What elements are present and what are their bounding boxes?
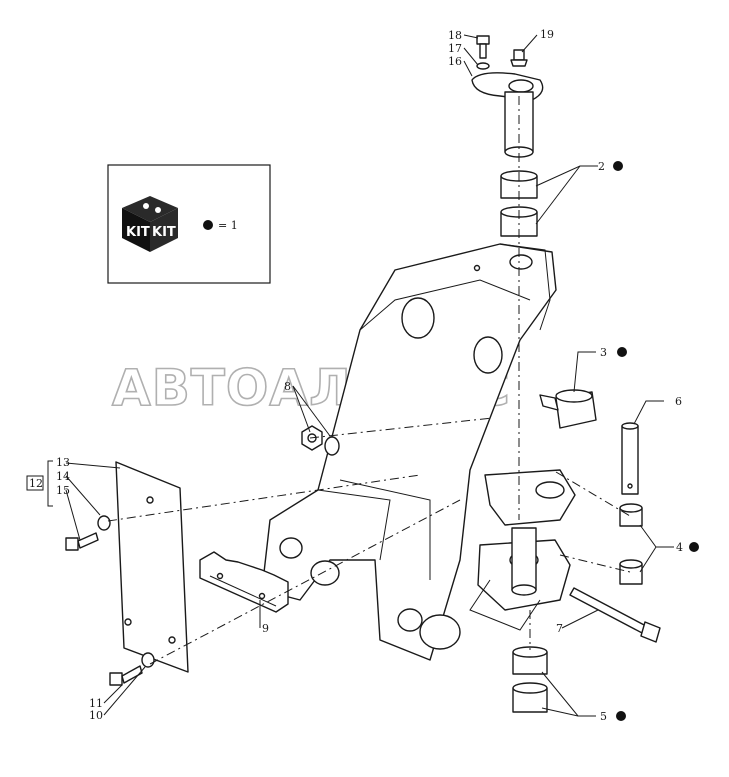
kit-equation: = 1	[218, 219, 238, 232]
callout-11: 11	[89, 697, 103, 710]
washer-14	[97, 515, 111, 531]
kit-bullet-4	[689, 542, 699, 552]
callout-5: 5	[600, 710, 607, 723]
bushing-5-lower	[512, 682, 548, 713]
assembly-lines	[107, 96, 631, 665]
grease-nipple	[510, 49, 528, 67]
washer-17	[476, 62, 490, 70]
kit-box-icon: KIT KIT	[122, 196, 178, 252]
kit-bullet-3	[617, 347, 627, 357]
bushing-4-lower	[619, 559, 643, 585]
bushing-5-upper	[512, 646, 548, 675]
callout-2: 2	[598, 160, 605, 173]
callout-17: 17	[448, 42, 462, 55]
callout-14: 14	[56, 470, 70, 483]
callout-15: 15	[56, 484, 70, 497]
callout-13: 13	[56, 456, 70, 469]
callout-6: 6	[675, 395, 682, 408]
bolt-7	[569, 587, 661, 643]
leader-lines	[65, 34, 674, 717]
kit-bullets	[613, 161, 699, 721]
kit-bullet-2	[613, 161, 623, 171]
bolt-11	[109, 665, 143, 686]
kit-bullet-5	[616, 711, 626, 721]
callout-16: 16	[448, 55, 462, 68]
washer-10	[141, 652, 155, 668]
callout-12: 12	[29, 477, 43, 490]
bushing-3	[539, 389, 597, 429]
kit-bullet-icon	[203, 220, 213, 230]
pin-6	[621, 422, 639, 495]
comb-bracket-9	[199, 551, 289, 613]
bolt-18	[476, 35, 490, 59]
callout-9: 9	[262, 622, 269, 635]
bolt-15	[65, 532, 99, 551]
callout-labels: 19 18 17 16 2 3 6 4 7 5 8 9 13 14 15 12 …	[29, 28, 683, 723]
cover-plate-13	[115, 461, 189, 673]
callout-18: 18	[448, 29, 462, 42]
callout-4: 4	[676, 541, 683, 554]
callout-19: 19	[540, 28, 554, 41]
group-bracket-12	[26, 460, 53, 507]
kit-legend-box: KIT KIT = 1	[107, 164, 271, 284]
bushing-4-upper	[619, 503, 643, 527]
main-support-frame	[261, 243, 557, 661]
callout-7: 7	[556, 622, 563, 635]
kit-label-right: KIT	[152, 225, 176, 240]
callout-8: 8	[284, 380, 291, 393]
kit-label-left: KIT	[126, 225, 150, 240]
callout-3: 3	[600, 346, 607, 359]
callout-10: 10	[89, 709, 103, 722]
swing-bracket	[469, 469, 576, 631]
